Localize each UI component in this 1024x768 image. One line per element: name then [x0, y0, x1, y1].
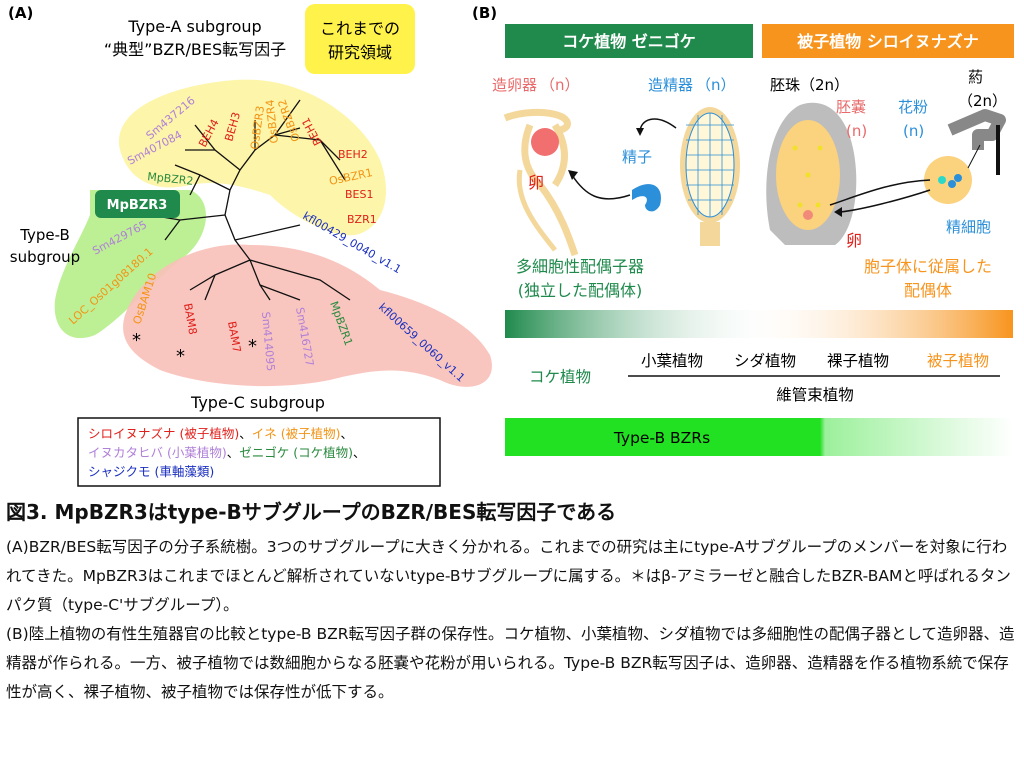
antheridium-drawing [680, 107, 740, 246]
panel-b-label: (B) [472, 4, 497, 22]
moss-header [505, 24, 753, 58]
leaf-mpbzr2: MpBZR2 [147, 170, 194, 188]
legend-klebsormidium: シャジクモ (車軸藻類) [88, 464, 214, 479]
type-c-region [123, 244, 492, 387]
multicellular-label-1: 多細胞性配偶子器 [516, 257, 644, 276]
dependent-label-2: 配偶体 [904, 281, 952, 300]
antheridium-n: （n） [696, 76, 736, 94]
type-c-title: Type-C subgroup [190, 393, 325, 412]
multicellular-label-2: (独立した配偶体) [518, 281, 643, 300]
type-a-title: Type-A subgroup [127, 17, 261, 36]
phylogenetic-tree [149, 99, 351, 301]
egg-label: 卵 [528, 173, 544, 192]
type-b-label-2: subgroup [10, 248, 80, 266]
pollen-label: 花粉 [898, 98, 928, 116]
type-b-region [54, 190, 207, 339]
leaf-bam8: BAM8 [181, 302, 199, 335]
asterisk-bam8: * [176, 346, 185, 367]
arrow-pollen-to-egg [839, 189, 931, 213]
legend-selaginella: イヌカタヒバ (小葉植物) [88, 445, 227, 460]
note-line-1: これまでの [320, 19, 400, 38]
leaf-bes1: BES1 [345, 188, 373, 201]
sperm-cell-1 [948, 180, 956, 188]
embryo-sac-n: (n) [846, 122, 867, 140]
leaf-osbzr4: OsBZR4 [263, 99, 281, 144]
leaf-bam7: BAM7 [225, 320, 243, 353]
caption-paragraph-b: (B)陸上植物の有性生殖器官の比較とtype-B BZR転写因子群の保存性。コケ… [6, 625, 1015, 701]
figure-svg: (A) Type-A subgroup “典型”BZR/BES転写因子 これまで… [8, 4, 1014, 487]
leaf-mpbzr3: MpBZR3 [107, 198, 168, 213]
arrow-pollen-to-egg-2 [829, 179, 931, 206]
antheridium-label: 造精器 [648, 76, 693, 94]
taxon-fern: シダ植物 [734, 352, 796, 370]
angio-header [762, 24, 1014, 58]
leaf-osbzr3: OsBZR3 [248, 105, 267, 151]
sperm-cell-2 [954, 174, 962, 182]
sperm-icon [632, 184, 661, 212]
leaf-bzr1: BZR1 [347, 213, 377, 226]
legend-sep-1: 、 [239, 426, 252, 441]
anther-2n: （2n） [958, 92, 1007, 110]
arrow-antheridium-to-sperm [639, 118, 677, 133]
pollen-vegetative-nucleus [938, 176, 946, 184]
leaf-beh2: BEH2 [338, 148, 368, 161]
pollen-pointer [967, 144, 981, 169]
arrow-head-1 [636, 128, 644, 136]
egg-label-2: 卵 [846, 231, 862, 250]
figure-caption: 図3. MpBZR3はtype-BサブグループのBZR/BES転写因子である (… [6, 496, 1018, 707]
arrow-head-3 [834, 207, 842, 217]
legend-line-1: シロイヌナズナ (被子植物)、イネ (被子植物)、 [88, 426, 353, 441]
caption-paragraph-a: (A)BZR/BES転写因子の分子系統樹。3つのサブグループに大きく分かれる。こ… [6, 538, 1011, 614]
arrow-sperm-to-egg [571, 174, 631, 200]
ovule-label: 胚珠（2n） [770, 76, 849, 94]
type-a-subtitle: “典型”BZR/BES転写因子 [104, 40, 286, 59]
taxon-lycophyte: 小葉植物 [641, 352, 703, 370]
legend-sep-3: 、 [227, 445, 240, 460]
type-b-bar-label: Type-B BZRs [613, 429, 710, 447]
type-b-conservation-bar [505, 418, 1013, 456]
previous-research-note [305, 4, 415, 74]
ovule-drawing [766, 102, 857, 245]
figure: (A) Type-A subgroup “典型”BZR/BES転写因子 これまで… [8, 4, 1014, 487]
archegonium-label: 造卵器 [492, 76, 537, 94]
embryo-sac-label: 胚嚢 [836, 98, 866, 116]
pollen-grain [924, 156, 972, 204]
pollen-n: (n) [903, 122, 924, 140]
note-line-2: 研究領域 [328, 43, 392, 62]
mpbzr3-box [95, 190, 180, 218]
taxon-vascular: 維管束植物 [776, 386, 854, 404]
orange-gradient-bar [505, 310, 1013, 338]
caption-title: 図3. MpBZR3はtype-BサブグループのBZR/BES転写因子である [6, 500, 617, 524]
sperm-label: 精子 [622, 148, 652, 166]
taxon-moss: コケ植物 [529, 368, 591, 386]
type-b-label-1: Type-B [19, 226, 70, 244]
legend-rice: イネ (被子植物) [252, 426, 341, 441]
panel-a-label: (A) [8, 4, 33, 22]
legend-sep-2: 、 [340, 426, 353, 441]
archegonium-drawing [503, 108, 579, 257]
legend-sep-4: 、 [353, 445, 366, 460]
asterisk-osbam10: * [132, 330, 141, 351]
anther-label: 葯 [968, 68, 983, 86]
moss-header-text: コケ植物 ゼニゴケ [562, 32, 696, 51]
legend-arabidopsis: シロイヌナズナ (被子植物) [88, 426, 239, 441]
legend-line-2: イヌカタヒバ (小葉植物)、ゼニゴケ (コケ植物)、 [88, 445, 366, 460]
type-a-region [118, 79, 386, 236]
anther-drawing [947, 109, 1006, 150]
sperm-cells-label: 精細胞 [946, 218, 991, 236]
taxon-gymnosperm: 裸子植物 [827, 352, 889, 370]
asterisk-bam7: * [248, 336, 257, 357]
species-legend [77, 417, 441, 487]
leaf-sm414095: Sm414095 [259, 311, 277, 372]
arrow-head-2 [568, 170, 578, 180]
taxon-angiosperm: 被子植物 [927, 352, 989, 370]
legend-marchantia: ゼニゴケ (コケ植物) [239, 445, 353, 460]
archegonium-n: （n） [540, 76, 580, 94]
dependent-label-1: 胞子体に従属した [864, 257, 992, 276]
angio-header-text: 被子植物 シロイヌナズナ [797, 32, 979, 51]
